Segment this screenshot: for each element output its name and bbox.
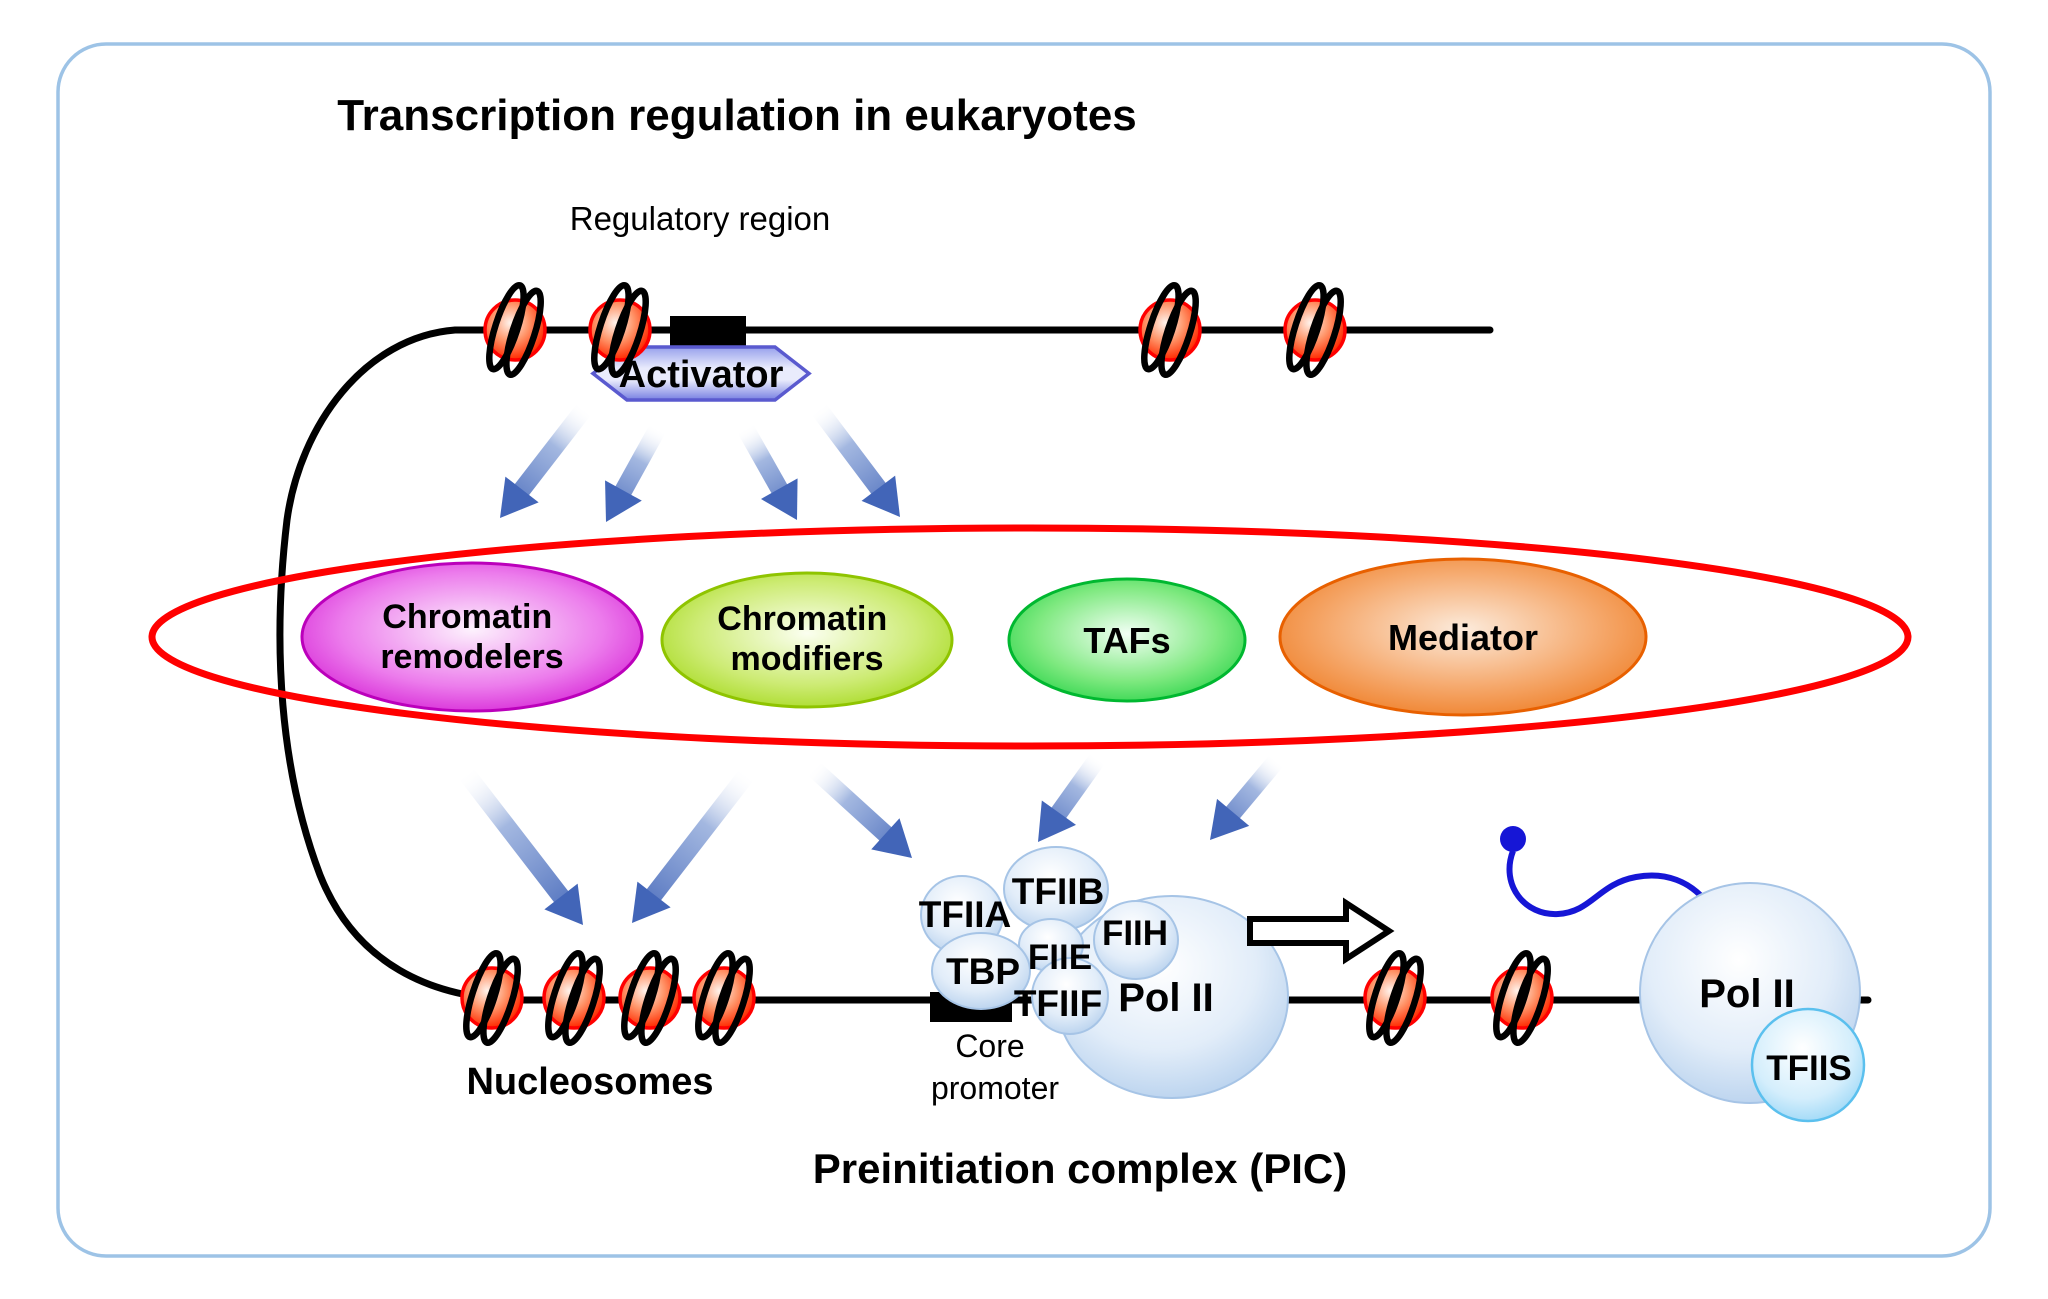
tfiie-label: FIIE <box>1028 938 1092 977</box>
nucleosome-icon <box>1489 950 1554 1046</box>
blue-flow-arrow <box>500 402 593 518</box>
elongating-polymerase: Pol II TFIIS <box>1500 826 1866 1123</box>
tfiih-bubble <box>1093 900 1179 980</box>
tfiif-bubble <box>1031 957 1109 1035</box>
chromatin-modifiers-label: Chromatin modifiers <box>717 600 896 678</box>
pic-polii-label: Pol II <box>1118 976 1214 1020</box>
nucleosomes-label: Nucleosomes <box>466 1061 713 1103</box>
blue-flow-arrow <box>605 423 666 522</box>
tfiib-label: TFIIB <box>1012 871 1104 912</box>
chromatin-modifiers-oval: Chromatin modifiers <box>660 571 954 709</box>
nucleosome-icon <box>1282 282 1347 378</box>
pic-caption: Preinitiation complex (PIC) <box>813 1145 1347 1192</box>
tbp-label: TBP <box>946 951 1020 992</box>
activator-shape: Activator <box>590 345 812 402</box>
nucleosome-icon <box>541 950 606 1046</box>
activator-label: Activator <box>619 354 784 396</box>
core-promoter-label-2: promoter <box>931 1070 1059 1106</box>
tbp-bubble <box>931 932 1031 1010</box>
regulatory-region-box <box>670 316 746 350</box>
chromatin-remodelers-label: Chromatin remodelers <box>380 598 563 676</box>
tafs-label: TAFs <box>1083 620 1170 661</box>
tfiif-label: TFIIF <box>1014 983 1102 1024</box>
blue-flow-arrow <box>810 402 900 517</box>
transcription-direction-arrow <box>1247 897 1395 965</box>
blue-flow-arrow <box>1038 752 1106 842</box>
blue-flow-arrow <box>806 761 912 858</box>
nascent-rna <box>1506 849 1705 918</box>
nucleosome-icon <box>1137 282 1202 378</box>
blue-flow-arrow <box>457 766 583 925</box>
polii-elongating-label: Pol II <box>1699 972 1795 1016</box>
arrow-layer <box>457 402 1284 925</box>
figure-title: Transcription regulation in eukaryotes <box>337 91 1137 140</box>
coactivator-ring <box>148 524 1912 750</box>
blue-flow-arrow <box>737 423 798 520</box>
tfiia-label: TFIIA <box>919 894 1011 935</box>
rna-cap-dot <box>1500 826 1526 852</box>
tafs-oval: TAFs <box>1007 577 1247 703</box>
tfiih-label: FIIH <box>1102 914 1168 953</box>
nucleosome-icon <box>482 282 547 378</box>
nucleosome-icon <box>691 950 756 1046</box>
tfiis-label: TFIIS <box>1766 1049 1852 1088</box>
regulatory-region-label: Regulatory region <box>570 200 831 237</box>
figure-frame <box>56 42 1992 1258</box>
nucleosome-icon <box>1362 950 1427 1046</box>
nucleosome-icon <box>459 950 524 1046</box>
mediator-oval: Mediator <box>1278 557 1648 717</box>
core-promoter-label-1: Core <box>955 1028 1024 1064</box>
blue-flow-arrow <box>632 767 756 923</box>
chromatin-remodelers-oval: Chromatin remodelers <box>300 561 644 713</box>
pic-complex: TFIIA TFIIB FIIH TBP FIIE TFIIF Pol II <box>919 846 1289 1099</box>
blue-flow-arrow <box>1210 754 1284 840</box>
mediator-label: Mediator <box>1388 617 1538 658</box>
tfiis-bubble <box>1750 1007 1866 1123</box>
nucleosome-icon <box>617 950 682 1046</box>
